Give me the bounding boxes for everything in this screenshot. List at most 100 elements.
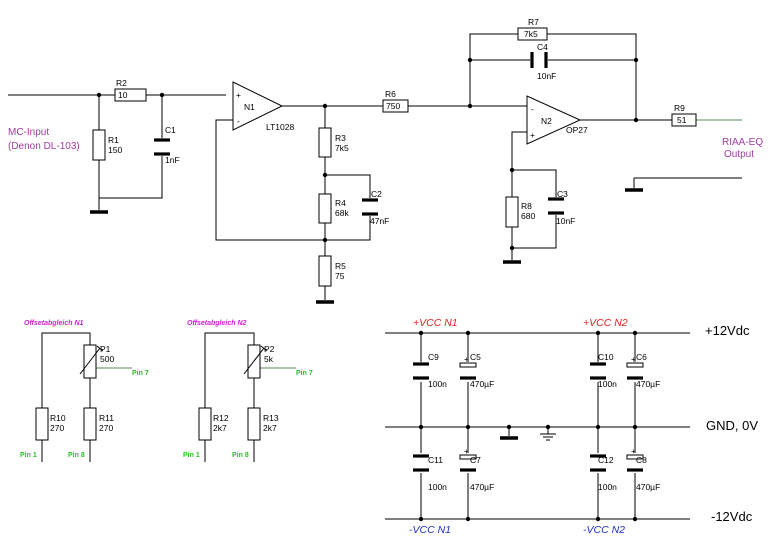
svg-text:+: + xyxy=(631,355,636,364)
svg-text:P2: P2 xyxy=(264,344,275,354)
resistor-r8: R8 680 xyxy=(505,196,535,228)
svg-text:750: 750 xyxy=(386,101,400,111)
svg-text:C4: C4 xyxy=(537,42,548,52)
potentiometer-p1: P1 500 xyxy=(79,344,114,379)
svg-text:C9: C9 xyxy=(428,352,439,362)
capacitor-c7: + C7 470µF xyxy=(459,447,494,492)
svg-text:R13: R13 xyxy=(263,413,279,423)
opamp-n2-minus: - xyxy=(531,104,534,114)
svg-text:470µF: 470µF xyxy=(470,482,494,492)
svg-text:R10: R10 xyxy=(50,413,66,423)
svg-text:7k5: 7k5 xyxy=(524,29,538,39)
svg-text:470µF: 470µF xyxy=(636,482,660,492)
svg-text:+: + xyxy=(631,447,636,456)
resistor-r12: R12 2k7 xyxy=(198,407,229,441)
svg-text:R9: R9 xyxy=(674,103,685,113)
capacitor-c6: + C6 470µF xyxy=(626,352,660,389)
svg-text:C6: C6 xyxy=(636,352,647,362)
svg-text:R5: R5 xyxy=(335,261,346,271)
resistor-r11: R11 270 xyxy=(83,407,114,441)
svg-text:R6: R6 xyxy=(385,89,396,99)
svg-text:7k5: 7k5 xyxy=(335,143,349,153)
pin-label-n2-pin7: Pin 7 xyxy=(296,370,313,377)
ground-symbols xyxy=(90,188,643,441)
opamp-n2-plus: + xyxy=(530,130,535,140)
resistor-r1: R1 150 xyxy=(92,129,122,161)
svg-text:2k7: 2k7 xyxy=(263,423,277,433)
capacitor-c4: C4 10nF xyxy=(530,42,556,81)
rail-pos-label: +12Vdc xyxy=(705,323,750,338)
vcc-n1-pos-label: +VCC N1 xyxy=(413,317,458,329)
pin-label-n1-pin1: Pin 1 xyxy=(20,452,37,459)
opamp-n1-minus: - xyxy=(237,116,240,126)
svg-text:+: + xyxy=(464,447,469,456)
svg-text:10: 10 xyxy=(118,90,128,100)
svg-text:R1: R1 xyxy=(108,135,119,145)
chassis-ground-icon xyxy=(540,433,556,441)
svg-text:R7: R7 xyxy=(528,17,539,27)
svg-text:680: 680 xyxy=(521,211,535,221)
svg-text:68k: 68k xyxy=(335,208,349,218)
svg-text:2k7: 2k7 xyxy=(213,423,227,433)
input-label-line2: (Denon DL-103) xyxy=(8,141,80,152)
svg-text:470µF: 470µF xyxy=(470,379,494,389)
potentiometer-p2: P2 5k xyxy=(243,344,275,379)
svg-text:C8: C8 xyxy=(636,455,647,465)
power-supply-wires xyxy=(385,332,690,520)
resistor-r6: R6 750 xyxy=(382,89,409,113)
capacitor-c8: + C8 470µF xyxy=(626,447,660,492)
vcc-n2-neg-label: -VCC N2 xyxy=(583,524,625,536)
opamp-n1-ref: N1 xyxy=(244,102,255,112)
capacitor-c11: C11 100n xyxy=(413,454,447,492)
svg-text:R4: R4 xyxy=(335,198,346,208)
resistor-r3: R3 7k5 xyxy=(318,127,349,158)
offset-label-n2: Offsetabgleich N2 xyxy=(187,320,246,327)
svg-text:270: 270 xyxy=(99,423,113,433)
svg-text:C5: C5 xyxy=(470,352,481,362)
svg-text:47nF: 47nF xyxy=(370,216,389,226)
opamp-n2-part: OP27 xyxy=(566,125,588,135)
capacitor-c9: C9 100n xyxy=(413,352,447,389)
rail-gnd-label: GND, 0V xyxy=(706,418,758,433)
svg-text:75: 75 xyxy=(335,271,345,281)
svg-text:R3: R3 xyxy=(335,133,346,143)
resistor-r5: R5 75 xyxy=(318,255,346,287)
svg-text:C10: C10 xyxy=(598,352,614,362)
pin-label-n1-pin8: Pin 8 xyxy=(68,452,85,459)
capacitor-c3: C3 10nF xyxy=(548,189,575,226)
svg-text:100n: 100n xyxy=(598,482,617,492)
resistor-r13: R13 2k7 xyxy=(247,407,279,441)
svg-text:C3: C3 xyxy=(557,189,568,199)
capacitor-c10: C10 100n xyxy=(590,352,617,389)
svg-text:R8: R8 xyxy=(521,201,532,211)
svg-text:10nF: 10nF xyxy=(556,216,575,226)
vcc-n2-pos-label: +VCC N2 xyxy=(583,317,628,329)
svg-text:P1: P1 xyxy=(100,344,111,354)
capacitor-c2: C2 47nF xyxy=(362,189,389,226)
capacitor-c5: + C5 470µF xyxy=(459,352,494,389)
input-stage-wires xyxy=(8,94,470,300)
svg-text:C11: C11 xyxy=(428,455,443,465)
opamp-n1: + - N1 LT1028 xyxy=(232,81,294,132)
opamp-n2-ref: N2 xyxy=(541,116,552,126)
svg-text:5k: 5k xyxy=(264,354,274,364)
svg-text:100n: 100n xyxy=(428,379,447,389)
opamp-n1-part: LT1028 xyxy=(266,122,294,132)
svg-text:470µF: 470µF xyxy=(636,379,660,389)
resistor-r7: R7 7k5 xyxy=(517,17,548,41)
resistor-r9: R9 51 xyxy=(671,103,697,127)
rail-neg-label: -12Vdc xyxy=(711,509,753,524)
svg-text:R2: R2 xyxy=(116,78,127,88)
output-label-line1: RIAA-EQ xyxy=(722,137,763,148)
svg-text:270: 270 xyxy=(50,423,64,433)
output-label-line2: Output xyxy=(724,149,754,160)
resistor-r10: R10 270 xyxy=(35,407,66,441)
svg-text:R11: R11 xyxy=(99,413,114,423)
svg-text:1nF: 1nF xyxy=(165,155,180,165)
pin-label-n1-pin7: Pin 7 xyxy=(132,370,149,377)
capacitor-c12: C12 100n xyxy=(590,454,617,492)
pin-label-n2-pin1: Pin 1 xyxy=(183,452,200,459)
capacitor-c1: C1 1nF xyxy=(154,125,180,165)
offset-label-n1: Offsetabgleich N1 xyxy=(24,320,83,327)
